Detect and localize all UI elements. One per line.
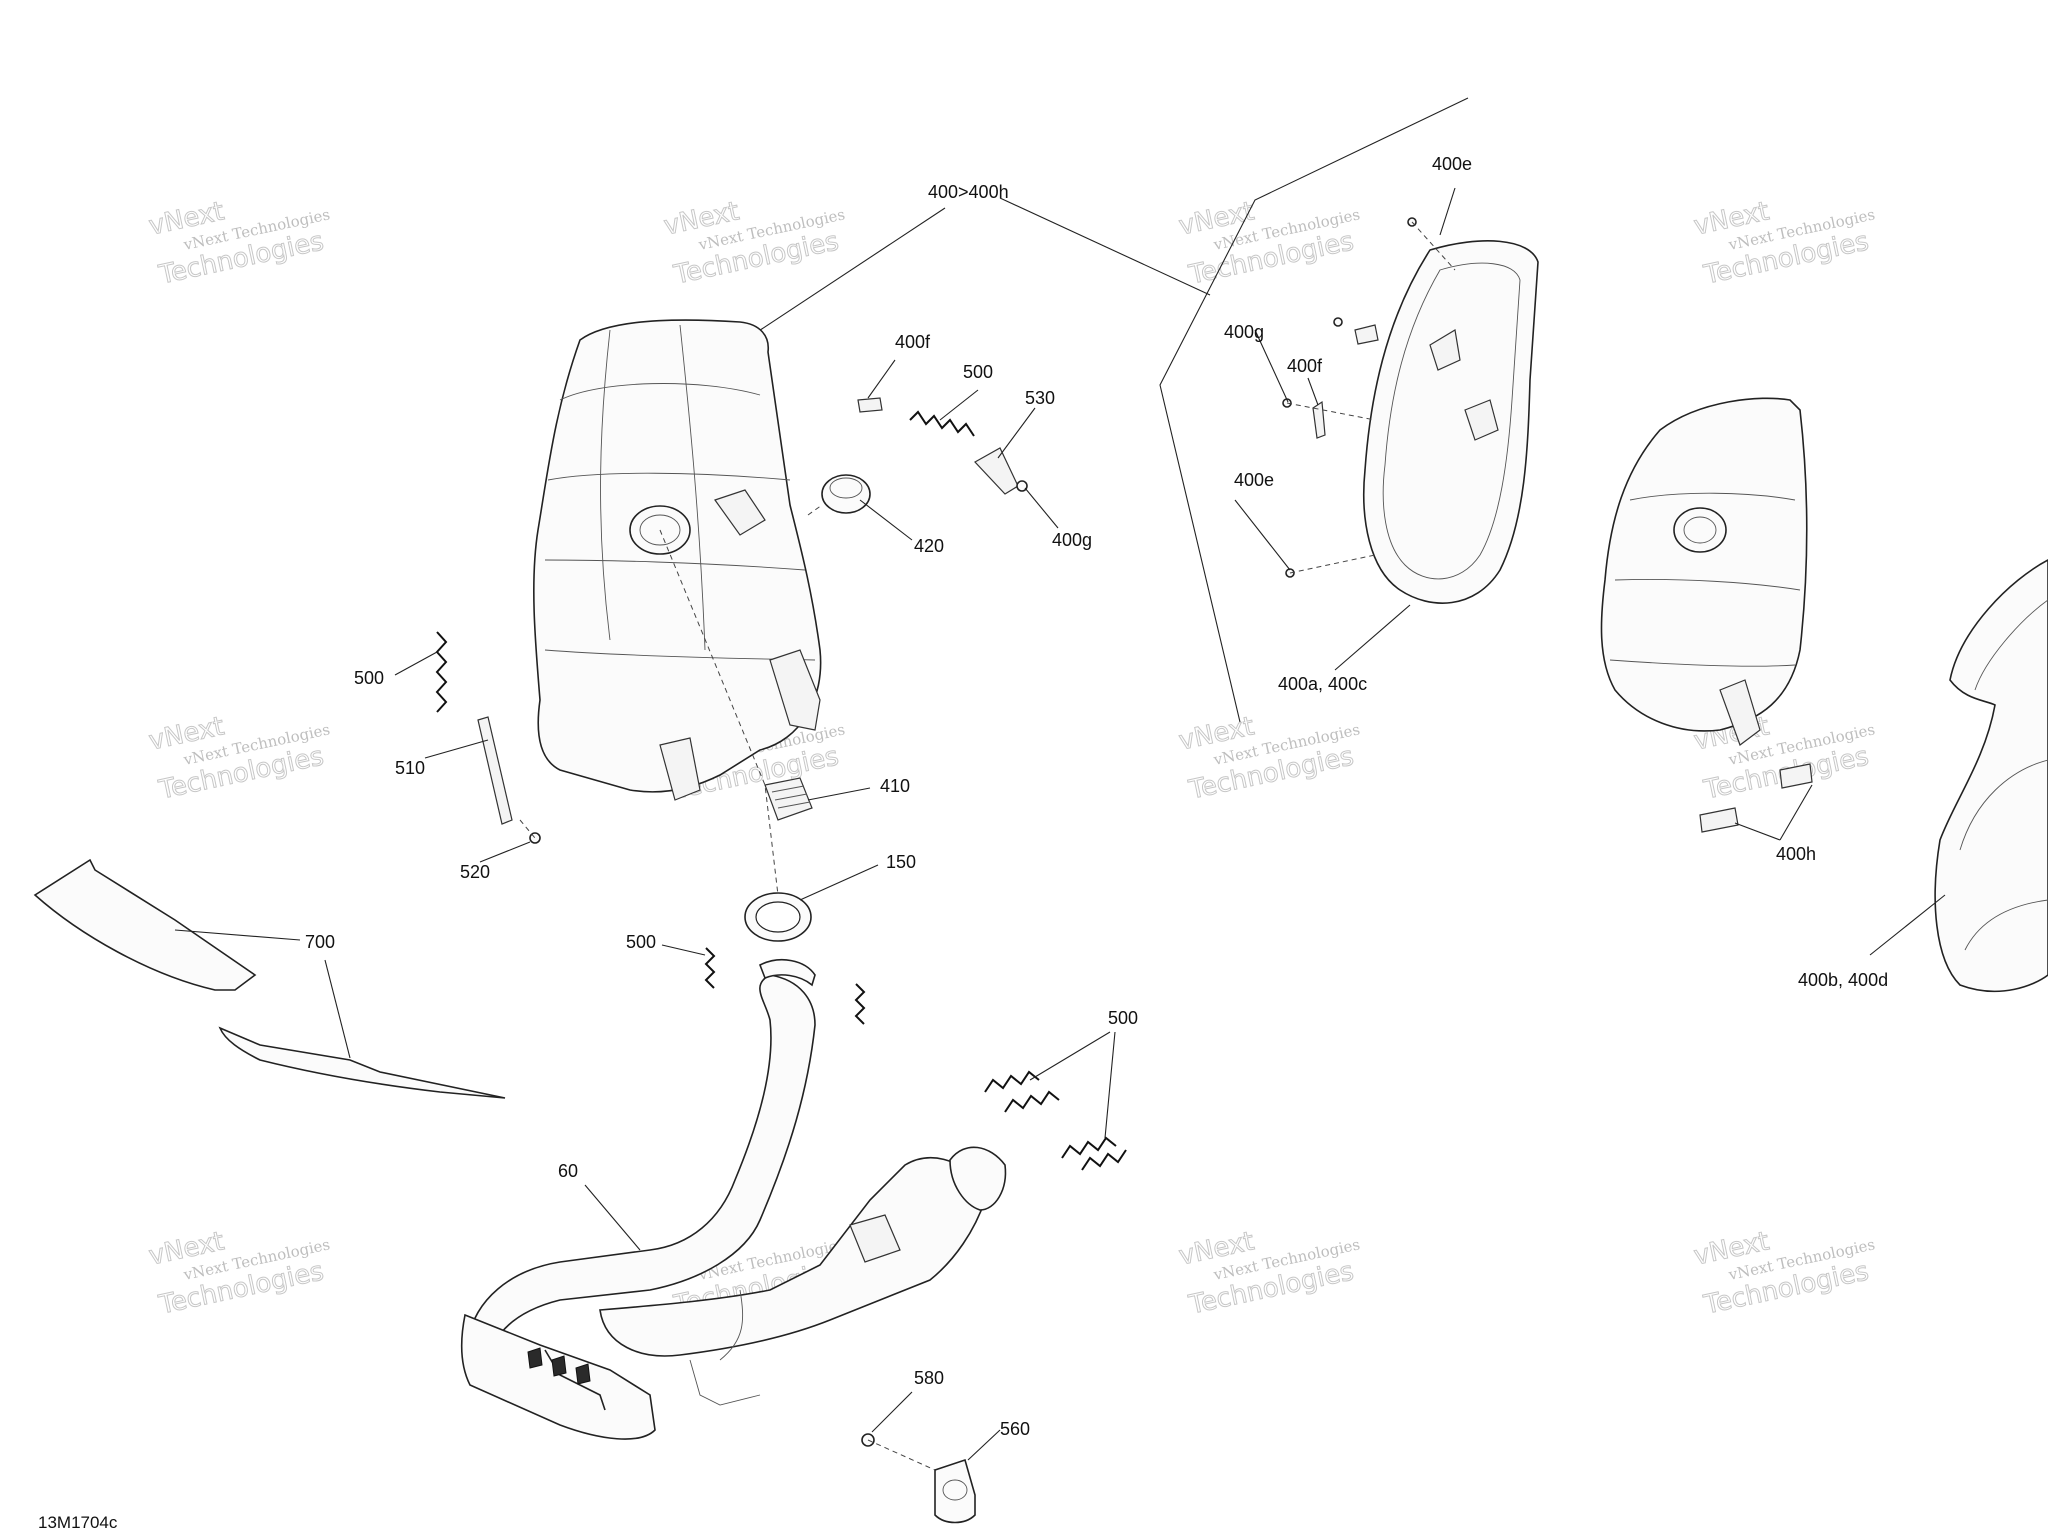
- clip-400f-right: [1312, 400, 1326, 439]
- pipe-flange: [460, 1313, 656, 1440]
- rubber-mount-410: [764, 777, 813, 821]
- callout-400f-left: 400f: [895, 332, 931, 352]
- callout-500-mid: 500: [626, 932, 656, 952]
- pipe-clamp: [758, 959, 816, 987]
- deflector-700: [33, 858, 506, 1099]
- cap-420: [821, 474, 871, 514]
- callout-60: 60: [558, 1161, 578, 1181]
- callout-580: 580: [914, 1368, 944, 1388]
- callout-500-left: 500: [354, 668, 384, 688]
- callout-400a-400c: 400a, 400c: [1278, 674, 1367, 694]
- deflector-upper: [33, 858, 257, 991]
- clip-400g-right: [1354, 324, 1379, 345]
- watermark: vNext vNext Technologies Technologies: [1176, 711, 1362, 806]
- part-400h-a: [1699, 807, 1739, 833]
- callout-400g-left: 400g: [1052, 530, 1092, 550]
- callout-410: 410: [880, 776, 910, 796]
- clip-400f-left: [857, 397, 883, 413]
- muffler-side-view: [1600, 397, 1813, 833]
- leader-400-400h-right: [999, 197, 1211, 296]
- muffler-bracket-lower: [659, 737, 701, 801]
- spring-500-right-d: [1081, 1149, 1127, 1171]
- muffler-body-side: [1600, 397, 1808, 732]
- callout-530: 530: [1025, 388, 1055, 408]
- bracket-530: [974, 447, 1019, 495]
- bracket-510: [477, 716, 513, 825]
- group-bracket: [1159, 97, 1469, 723]
- watermark: vNext vNext Technologies Technologies: [146, 1226, 332, 1321]
- callout-560: 560: [1000, 1419, 1030, 1439]
- watermark: vNext vNext Technologies Technologies: [1691, 1226, 1877, 1321]
- gasket-150: [744, 892, 812, 942]
- muffler-assembly: [533, 319, 822, 801]
- watermark: vNext vNext Technologies Technologies: [1176, 1226, 1362, 1321]
- callout-510: 510: [395, 758, 425, 778]
- bolt-400g-left: [1016, 480, 1028, 492]
- callout-400b-400d: 400b, 400d: [1798, 970, 1888, 990]
- diagram-code: 13M1704c: [38, 1513, 118, 1532]
- watermark: vNext vNext Technologies Technologies: [146, 711, 332, 806]
- pipe-inlet: [949, 1146, 1007, 1211]
- callout-520: 520: [460, 862, 490, 882]
- callout-700: 700: [305, 932, 335, 952]
- callout-400g-right: 400g: [1224, 322, 1264, 342]
- watermark-layer: vNext vNext Technologies Technologies vN…: [146, 196, 1877, 1321]
- muffler-clip: [714, 489, 766, 536]
- bracket-560: [934, 1458, 976, 1524]
- watermark: vNext vNext Technologies Technologies: [1691, 196, 1877, 291]
- callout-400f-right: 400f: [1287, 356, 1323, 376]
- leader-400-400h-left: [729, 207, 946, 351]
- spring-500-top: [909, 410, 975, 437]
- callout-400-400h: 400>400h: [928, 182, 1009, 202]
- callout-150: 150: [886, 852, 916, 872]
- assembly-lines: [519, 221, 1456, 1471]
- springs: [435, 410, 1127, 1171]
- group-bracket-lines: [729, 97, 1469, 723]
- leader-lines: [174, 187, 1946, 1461]
- callout-400e-top: 400e: [1432, 154, 1472, 174]
- spring-500-right-a: [984, 1070, 1040, 1093]
- heat-shield-outer-b: [1934, 559, 2048, 993]
- deflector-lower: [218, 1026, 506, 1099]
- callout-500-right: 500: [1108, 1008, 1138, 1028]
- heat-shield-400b: [1934, 559, 2048, 993]
- shield-clip: [1429, 329, 1461, 371]
- muffler-bracket: [769, 649, 821, 731]
- watermark: vNext vNext Technologies Technologies: [146, 196, 332, 291]
- callout-400h: 400h: [1776, 844, 1816, 864]
- callout-400e-right: 400e: [1234, 470, 1274, 490]
- callout-500-top: 500: [963, 362, 993, 382]
- small-hardware: [477, 217, 1417, 844]
- spring-500-left: [435, 631, 448, 713]
- spring-500-pipe: [854, 983, 866, 1025]
- bolt-400g-right: [1333, 317, 1343, 327]
- part-400h-b: [1779, 763, 1813, 789]
- muffler-body: [533, 319, 822, 793]
- spring-500-right-b: [1004, 1090, 1060, 1113]
- heat-shield-400a: [1362, 240, 1539, 604]
- callout-labels: 400>400h 400e 400g 400f 400e 400a, 400c …: [38, 154, 1888, 1532]
- watermark: vNext vNext Technologies Technologies: [661, 196, 847, 291]
- spring-500-right-c: [1061, 1136, 1117, 1159]
- spring-500-mid: [704, 947, 716, 989]
- callout-420: 420: [914, 536, 944, 556]
- exhaust-pipe-60: [460, 959, 1007, 1440]
- heat-shield-outer: [1362, 240, 1539, 604]
